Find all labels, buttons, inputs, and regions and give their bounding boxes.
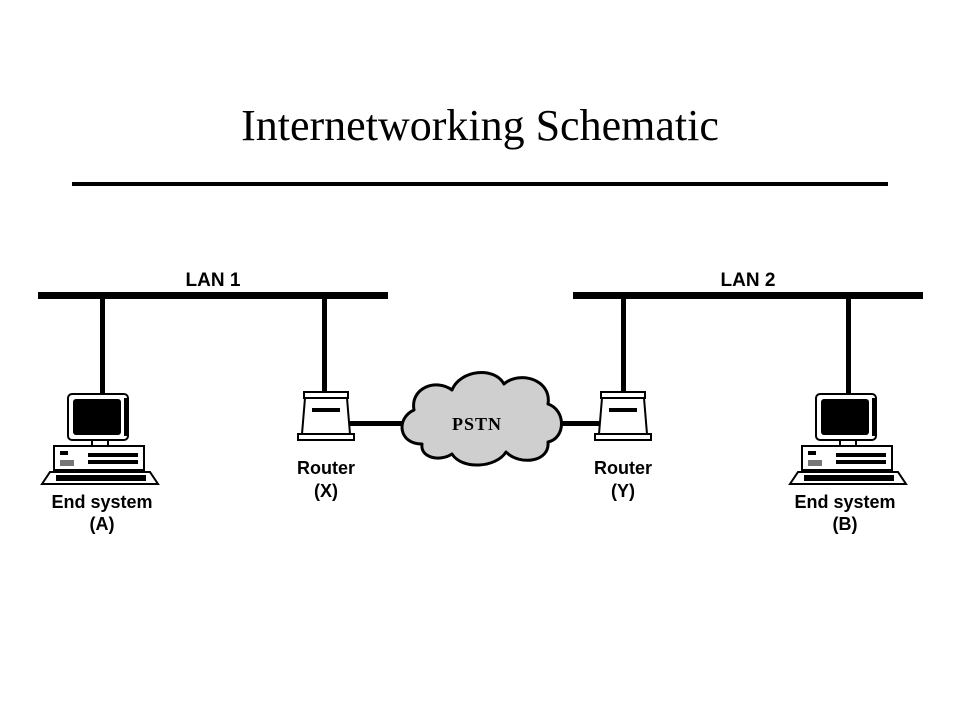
title-divider	[72, 182, 888, 186]
end-system-a-name: End system	[51, 492, 152, 512]
drop-b	[846, 299, 851, 393]
drop-y	[621, 299, 626, 391]
computer-icon	[789, 393, 907, 485]
computer-icon	[41, 393, 159, 485]
lan2-bus	[573, 292, 923, 299]
end-system-b-name: End system	[794, 492, 895, 512]
router-icon	[594, 391, 652, 441]
router-y-name: Router	[594, 458, 652, 478]
pstn-label: PSTN	[452, 414, 502, 434]
router-x-name: Router	[297, 458, 355, 478]
router-icon	[297, 391, 355, 441]
cloud-icon	[400, 371, 563, 467]
lan1-bus	[38, 292, 388, 299]
link-x-pstn	[348, 421, 406, 426]
end-system-b-id: (B)	[833, 514, 858, 534]
slide-title: Internetworking Schematic	[241, 101, 719, 150]
link-pstn-y	[556, 421, 601, 426]
router-y-id: (Y)	[611, 481, 635, 501]
lan2-label: LAN 2	[721, 270, 776, 291]
drop-x	[322, 299, 327, 391]
end-system-a-id: (A)	[90, 514, 115, 534]
lan1-label: LAN 1	[186, 270, 241, 291]
drop-a	[100, 299, 105, 393]
router-x-id: (X)	[314, 481, 338, 501]
